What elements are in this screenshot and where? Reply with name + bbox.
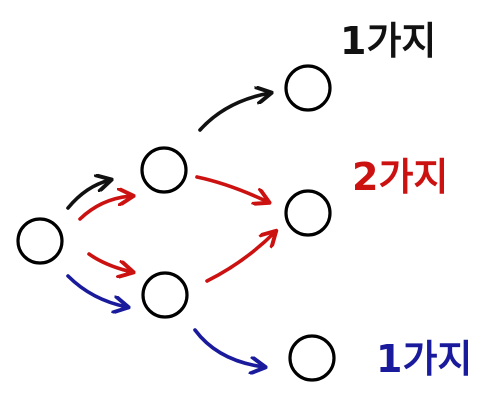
label-bottom-count: 1가지	[376, 337, 472, 381]
edge-mid-top-to-end-middle-red	[195, 175, 268, 202]
edge-start-to-mid-top-red	[78, 196, 132, 221]
label-middle-count: 2가지	[352, 155, 448, 199]
edge-start-to-mid-bottom-red	[87, 252, 132, 272]
nodes	[16, 64, 336, 382]
node-end-bottom	[288, 334, 336, 382]
edge-mid-bottom-to-end-middle-red	[205, 232, 275, 283]
edges	[66, 93, 275, 367]
node-mid-top	[140, 146, 188, 194]
node-end-top	[284, 64, 332, 112]
node-mid-bottom	[141, 271, 189, 319]
edge-mid-bottom-to-end-bottom-blue	[193, 328, 264, 367]
edge-start-to-mid-bottom-blue	[66, 274, 127, 307]
edge-start-to-mid-top-black	[66, 180, 110, 210]
node-start	[16, 217, 64, 265]
label-top-count: 1가지	[340, 19, 436, 63]
edge-mid-top-to-end-top-black	[198, 93, 270, 132]
node-end-middle	[284, 189, 332, 237]
count-labels: 1가지 2가지 1가지	[340, 19, 472, 381]
